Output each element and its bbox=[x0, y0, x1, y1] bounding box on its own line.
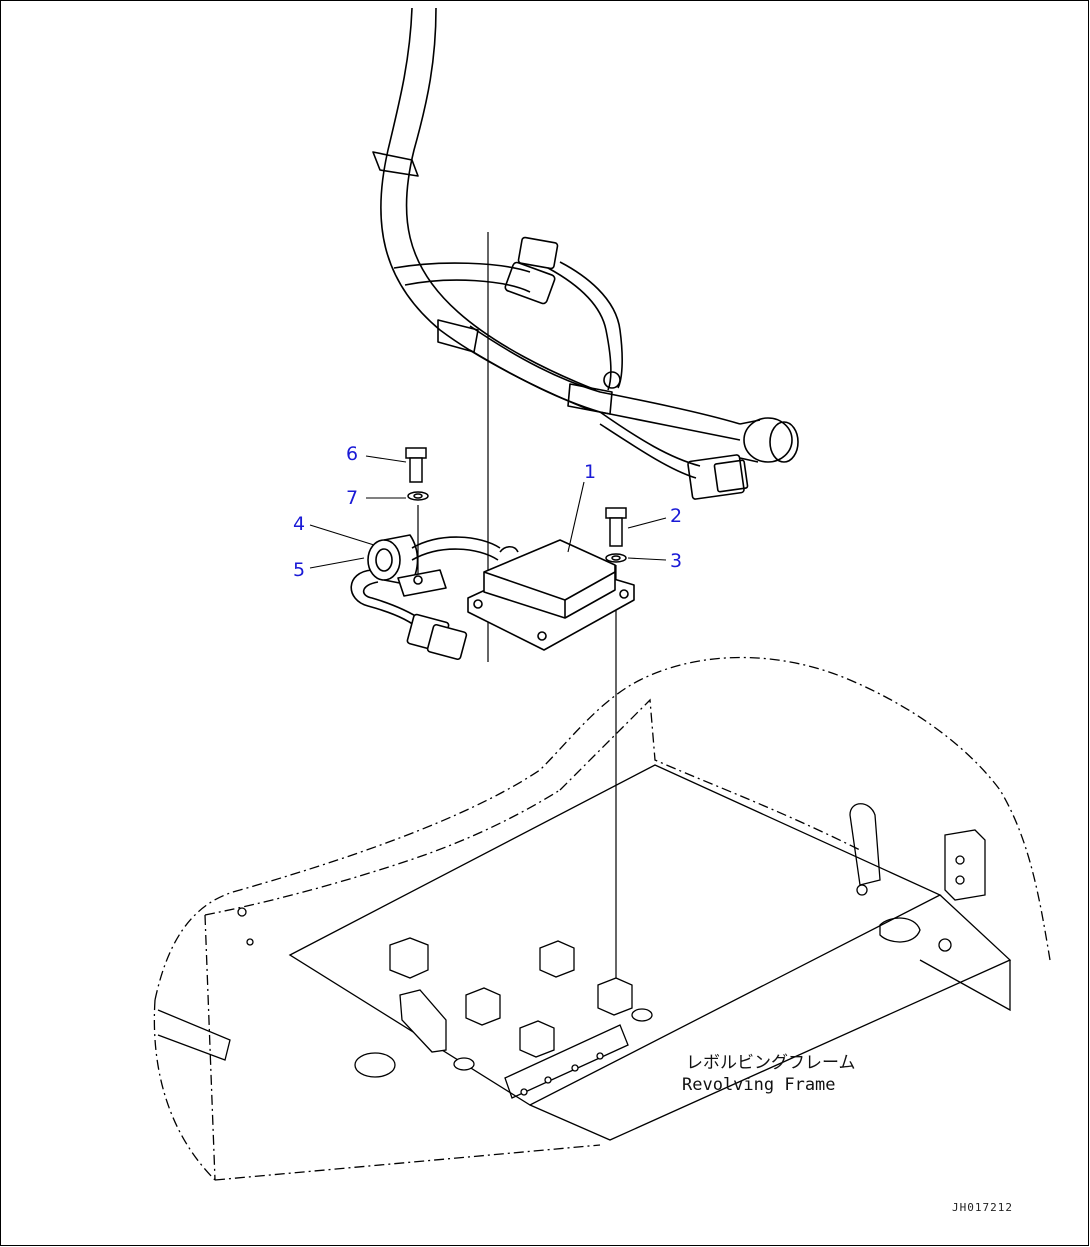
callout-3: 3 bbox=[670, 550, 683, 572]
callout-5: 5 bbox=[293, 559, 306, 581]
revolving-frame bbox=[153, 656, 1051, 1181]
callout-2: 2 bbox=[670, 505, 683, 527]
callout-6: 6 bbox=[346, 443, 359, 465]
wiring-harness bbox=[372, 7, 799, 500]
callout-7: 7 bbox=[346, 487, 359, 509]
drawing-id: JH017212 bbox=[952, 1201, 1013, 1214]
frame-label-japanese: レボルビングフレーム bbox=[686, 1053, 856, 1073]
leader-lines bbox=[309, 455, 667, 569]
bolts-washers bbox=[405, 447, 627, 563]
frame-label-english: Revolving Frame bbox=[682, 1075, 836, 1095]
callout-1: 1 bbox=[584, 461, 597, 483]
sensor-cable bbox=[350, 534, 501, 661]
callout-4: 4 bbox=[293, 513, 306, 535]
frame-deck bbox=[157, 764, 1012, 1141]
controller-box bbox=[467, 539, 635, 651]
frame-mounts bbox=[237, 855, 965, 1096]
